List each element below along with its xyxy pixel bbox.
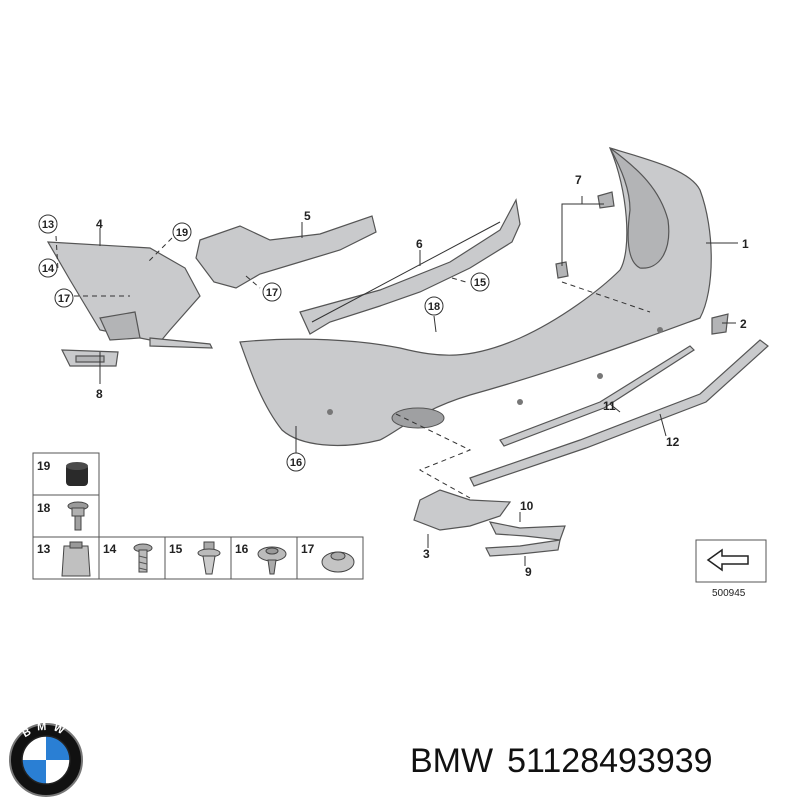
callout-16: 16 xyxy=(290,457,302,469)
expanding-rivet-icon xyxy=(197,541,221,575)
callout-18: 18 xyxy=(428,301,440,313)
trim-piece-2 xyxy=(711,313,729,335)
brand-name: BMW xyxy=(410,742,494,780)
callout-17a: 17 xyxy=(58,293,70,305)
callout-labels: 1 2 3 4 5 6 7 8 9 10 11 12 xyxy=(96,173,749,579)
bumper-carrier-6 xyxy=(299,198,521,335)
bolt-washer-icon xyxy=(67,501,89,531)
trim-strip-12 xyxy=(469,339,769,487)
reflector-housing-3 xyxy=(413,489,512,531)
trim-9 xyxy=(485,539,561,557)
rubber-buffer-icon xyxy=(66,462,88,486)
callout-5: 5 xyxy=(304,209,311,223)
callout-15: 15 xyxy=(474,277,486,289)
legend-17: 17 xyxy=(301,542,315,556)
center-bracket-5 xyxy=(195,215,377,289)
callout-10: 10 xyxy=(520,499,534,513)
leader-lines xyxy=(99,196,738,566)
direction-arrow-icon xyxy=(706,548,749,572)
rear-bumper-cover xyxy=(239,147,712,447)
callout-1: 1 xyxy=(742,237,749,251)
callout-7: 7 xyxy=(575,173,582,187)
trim-10 xyxy=(488,521,566,541)
callout-3: 3 xyxy=(423,547,430,561)
callout-12: 12 xyxy=(666,435,680,449)
diagram-code: 500945 xyxy=(712,588,746,599)
legend-15: 15 xyxy=(169,542,183,556)
part-caption: BMW 51128493939 xyxy=(410,742,713,781)
part-number: 51128493939 xyxy=(507,742,713,780)
legend-19: 19 xyxy=(37,459,51,473)
spreading-rivet-icon xyxy=(257,546,287,575)
callout-6: 6 xyxy=(416,237,423,251)
callout-2: 2 xyxy=(740,317,747,331)
push-nut-icon xyxy=(321,551,355,573)
callout-17b: 17 xyxy=(266,287,278,299)
mount-clip-7 xyxy=(555,191,615,279)
callout-8: 8 xyxy=(96,387,103,401)
callout-4: 4 xyxy=(96,217,103,231)
legend-18: 18 xyxy=(37,501,51,515)
circled-callouts: 13 14 17 19 17 15 18 16 xyxy=(38,214,490,472)
callout-9: 9 xyxy=(525,565,532,579)
clip-nut-icon xyxy=(61,541,91,577)
callout-13: 13 xyxy=(42,219,54,231)
alignment-lines xyxy=(55,235,651,499)
bmw-logo: BMW xyxy=(9,721,83,797)
fastener-legend: 19 18 13 14 15 16 17 xyxy=(32,452,364,580)
legend-14: 14 xyxy=(103,542,117,556)
callout-19: 19 xyxy=(176,227,188,239)
callout-14: 14 xyxy=(42,263,55,275)
trim-8 xyxy=(61,349,119,367)
legend-13: 13 xyxy=(37,542,51,556)
trim-strip-11 xyxy=(499,345,695,447)
screw-icon xyxy=(133,543,153,573)
side-bracket-left xyxy=(46,241,213,349)
callout-11: 11 xyxy=(603,399,616,413)
orientation-box: 500945 xyxy=(695,539,767,599)
legend-16: 16 xyxy=(235,542,249,556)
